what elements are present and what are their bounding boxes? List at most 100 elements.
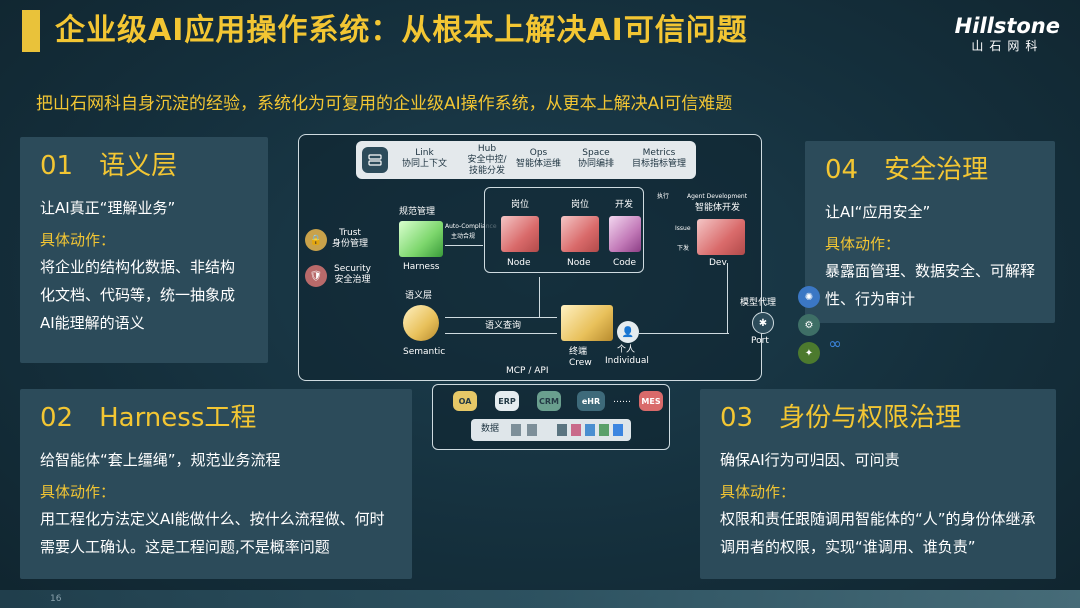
card-title: 语义层	[99, 151, 178, 181]
agent-dev-zh: 智能体开发	[695, 203, 741, 213]
page-title: 企业级AI应用操作系统：从根本上解决AI可信问题	[55, 13, 748, 48]
strip-item-zh: 智能体运维	[516, 159, 562, 169]
data-label: 数据	[481, 424, 500, 434]
card-body: 用工程化方法定义AI能做什么、按什么流程做、何时需要人工确认。这是工程问题,不是…	[40, 510, 385, 556]
connector-line	[539, 277, 540, 317]
database-icon	[511, 424, 521, 436]
strip-item-en: Hub	[477, 144, 497, 154]
card-security-governance: 04 安全治理 让AI“应用安全” 具体动作： 暴露面管理、数据安全、可解释性、…	[805, 141, 1055, 323]
data-strip: 数据	[471, 419, 631, 441]
semantic-query-label: 语义查询	[485, 321, 522, 331]
auto-compliance-label: Auto-Compliance	[445, 223, 497, 230]
connector-line	[445, 245, 483, 246]
oa-icon: OA	[453, 391, 477, 411]
harness-en: Harness	[403, 262, 440, 272]
code-en: Code	[613, 258, 637, 268]
card-body: 将企业的结构化数据、非结构化文档、代码等，统一抽象成AI能理解的语义	[40, 258, 236, 332]
strip-item-en: Ops	[529, 148, 548, 158]
card-number: 02	[40, 403, 74, 433]
security-en: Security	[334, 264, 371, 274]
meta-logo-icon: ∞	[828, 333, 842, 353]
node1-icon	[501, 216, 539, 252]
individual-en: Individual	[605, 356, 649, 366]
issue-zh: 下发	[677, 245, 690, 252]
strip-item-zh: 安全中控/技能分发	[467, 155, 507, 176]
dev-icon	[697, 219, 745, 255]
erp-icon: ERP	[495, 391, 519, 411]
crm-icon: CRM	[537, 391, 561, 411]
ehr-icon: eHR	[577, 391, 605, 411]
title-accent-bar	[22, 10, 40, 52]
strip-item-link: Link 协同上下文	[402, 148, 447, 170]
footer-band	[0, 590, 1080, 608]
card-action-label: 具体动作：	[40, 231, 116, 249]
model-logo-icon: ✦	[798, 342, 820, 364]
individual-zh: 个人	[617, 345, 636, 355]
strip-item-en: Space	[582, 148, 610, 158]
strip-item-zh: 协同编排	[578, 159, 615, 169]
company-logo: Hillstone 山石网科	[955, 14, 1060, 54]
auto-compliance-zh: 主动合规	[451, 233, 476, 240]
card-header: 03 身份与权限治理	[720, 401, 1036, 435]
model-proxy-label: 模型代理	[740, 298, 777, 308]
strip-item-en: Link	[415, 148, 434, 158]
code-zh: 开发	[615, 200, 634, 210]
card-header: 01 语义层	[40, 149, 248, 183]
card-action-label: 具体动作：	[720, 483, 796, 501]
node2-icon	[561, 216, 599, 252]
document-icon	[557, 424, 567, 436]
node2-zh: 岗位	[571, 200, 590, 210]
ellipsis: ……	[613, 395, 631, 405]
semantic-en: Semantic	[403, 347, 446, 357]
database-icon	[527, 424, 537, 436]
mcp-api-label: MCP / API	[506, 366, 549, 376]
strip-item-zh: 目标指标管理	[632, 159, 687, 169]
trust-icon: 🔒	[305, 229, 327, 251]
strip-item-space: Space 协同编排	[578, 148, 614, 170]
crew-icon	[561, 305, 613, 341]
card-number: 03	[720, 403, 754, 433]
card-number: 01	[40, 151, 74, 181]
strip-item-metrics: Metrics 目标指标管理	[632, 148, 686, 170]
card-number: 04	[825, 155, 859, 185]
node2-en: Node	[567, 258, 591, 268]
crew-zh: 终端	[569, 347, 588, 357]
systems-box: OA ERP CRM eHR …… MES 数据	[432, 384, 670, 450]
network-icon: ✱	[752, 312, 774, 334]
card-header: 04 安全治理	[825, 153, 1035, 187]
node-box: 岗位 Node 岗位 Node 开发 Code	[484, 187, 644, 273]
logo-subtext: 山石网科	[971, 39, 1044, 53]
card-body: 权限和责任跟随调用智能体的“人”的身份体继承调用者的权限，实现“谁调用、谁负责”	[720, 510, 1036, 556]
card-title: 身份与权限治理	[779, 403, 962, 433]
card-title: Harness工程	[99, 403, 257, 433]
openai-logo-icon: ⚙	[798, 314, 820, 336]
strip-item-ops: Ops 智能体运维	[516, 148, 561, 170]
logo-wordmark: Hillstone	[954, 14, 1060, 38]
card-header: 02 Harness工程	[40, 401, 392, 435]
trust-zh: 身份管理	[332, 239, 369, 249]
node1-en: Node	[507, 258, 531, 268]
mes-icon: MES	[639, 391, 663, 411]
page-number: 16	[50, 594, 62, 604]
strip-item-en: Metrics	[642, 148, 676, 158]
card-semantic-layer: 01 语义层 让AI真正“理解业务” 具体动作： 将企业的结构化数据、非结构化文…	[20, 137, 268, 363]
harness-shield-icon	[399, 221, 443, 257]
model-logo-icon: ✺	[798, 286, 820, 308]
server-icon	[362, 147, 388, 173]
semantic-icon	[403, 305, 439, 341]
security-zh: 安全治理	[334, 275, 371, 285]
card-lead: 给智能体“套上缰绳”，规范业务流程	[40, 451, 281, 469]
document-icon	[585, 424, 595, 436]
dev-label: Dev	[709, 258, 727, 268]
card-title: 安全治理	[884, 155, 989, 185]
architecture-diagram: Link 协同上下文 Hub 安全中控/技能分发 Ops 智能体运维 Space…	[298, 134, 762, 381]
code-icon	[609, 216, 641, 252]
card-lead: 确保AI行为可归因、可问责	[720, 451, 900, 469]
card-identity-permission: 03 身份与权限治理 确保AI行为可归因、可问责 具体动作： 权限和责任跟随调用…	[700, 389, 1056, 579]
crew-en: Crew	[569, 358, 592, 368]
top-capability-strip: Link 协同上下文 Hub 安全中控/技能分发 Ops 智能体运维 Space…	[356, 141, 696, 179]
card-body: 暴露面管理、数据安全、可解释性、行为审计	[825, 262, 1036, 308]
semantic-query-line	[445, 333, 557, 334]
security-label: Security 安全治理	[334, 264, 371, 286]
